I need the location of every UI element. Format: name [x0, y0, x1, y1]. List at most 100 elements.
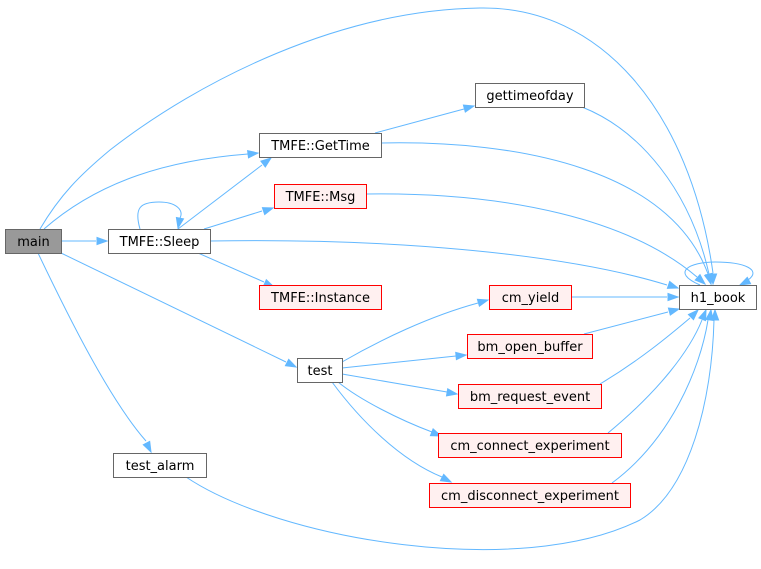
edge-line: [341, 355, 457, 369]
node-cm-yield[interactable]: cm_yield: [489, 285, 572, 310]
node-label: TMFE::Msg: [285, 190, 356, 205]
edge-line: [331, 381, 443, 478]
node-label: TMFE::Instance: [270, 291, 370, 306]
node-label: gettimeofday: [486, 89, 573, 104]
arrowhead-icon: [704, 272, 714, 286]
edge-tmfe-sleep-to-h1-book: [209, 240, 680, 289]
node-bm-request-event[interactable]: bm_request_event: [458, 384, 602, 409]
node-box: [489, 285, 572, 310]
node-cm-connect-experiment[interactable]: cm_connect_experiment: [438, 433, 622, 458]
edge-line: [599, 317, 691, 385]
edge-h1-book-to-h1-book: [684, 261, 754, 286]
node-label: bm_request_event: [470, 390, 590, 405]
node-label: TMFE::Sleep: [119, 235, 200, 250]
edge-bm-request-event-to-h1-book: [599, 308, 700, 385]
node-box: [113, 453, 207, 478]
edge-main-to-test-alarm: [37, 252, 152, 454]
edge-test-to-cm-disconnect-experiment: [331, 381, 453, 483]
node-label: main: [17, 235, 49, 250]
node-label: bm_open_buffer: [477, 340, 583, 355]
edge-line: [581, 106, 710, 275]
edge-test-alarm-to-h1-book: [185, 308, 720, 551]
arrowhead-icon: [247, 149, 260, 159]
arrowhead-icon: [455, 351, 468, 361]
arrowhead-icon: [476, 298, 490, 308]
arrowhead-icon: [667, 292, 680, 302]
node-label: cm_disconnect_experiment: [441, 489, 619, 504]
edge-line: [177, 164, 263, 230]
edge-line: [607, 319, 703, 434]
edge-tmfe-gettime-to-gettimeofday: [374, 104, 476, 134]
edge-line: [380, 142, 709, 275]
edge-line: [39, 7, 714, 274]
node-label: h1_book: [691, 291, 746, 306]
arrowhead-icon: [738, 276, 752, 286]
edge-main-to-test: [60, 252, 298, 368]
edge-main-to-tmfe-sleep: [61, 236, 109, 246]
arrowhead-icon: [705, 308, 714, 321]
edge-cm-disconnect-experiment-to-h1-book: [611, 308, 714, 484]
edge-main-to-tmfe-gettime: [43, 149, 260, 230]
edge-cm-connect-experiment-to-h1-book: [607, 308, 707, 434]
node-box: [259, 285, 382, 310]
node-label: test: [308, 364, 333, 379]
arrowhead-icon: [694, 273, 707, 285]
edge-test-to-bm-open-buffer: [341, 351, 468, 369]
edge-tmfe-sleep-to-tmfe-gettime: [177, 157, 273, 230]
node-gettimeofday[interactable]: gettimeofday: [475, 83, 585, 108]
arrowhead-icon: [666, 280, 680, 289]
node-box: [108, 229, 211, 254]
edge-tmfe-sleep-to-tmfe-instance: [197, 252, 276, 288]
edge-bm-open-buffer-to-h1-book: [583, 307, 681, 335]
edge-line: [341, 302, 479, 363]
edge-cm-yield-to-h1-book: [571, 292, 680, 302]
edge-line: [203, 210, 263, 230]
node-box: [274, 184, 367, 209]
node-cm-disconnect-experiment[interactable]: cm_disconnect_experiment: [429, 483, 631, 508]
node-tmfe-msg[interactable]: TMFE::Msg: [274, 184, 367, 209]
node-box: [467, 334, 593, 359]
edge-tmfe-sleep-to-tmfe-sleep: [137, 201, 185, 230]
arrowhead-icon: [462, 104, 476, 113]
edge-line: [684, 261, 754, 286]
node-test-alarm[interactable]: test_alarm: [113, 453, 207, 478]
node-box: [475, 83, 585, 108]
arrowhead-icon: [445, 388, 459, 397]
edge-line: [197, 252, 265, 283]
edge-line: [583, 311, 669, 335]
arrowhead-icon: [96, 236, 109, 246]
edge-test-to-cm-yield: [341, 298, 490, 363]
arrowhead-icon: [260, 157, 273, 168]
edge-line: [137, 201, 182, 230]
edge-tmfe-msg-to-h1-book: [365, 193, 707, 285]
node-h1-book[interactable]: h1_book: [679, 285, 757, 310]
edges-layer: [37, 7, 754, 551]
node-main: main: [5, 229, 62, 254]
node-label: test_alarm: [126, 459, 195, 474]
node-box: [679, 285, 757, 310]
arrowhead-icon: [698, 308, 707, 322]
edge-line: [365, 193, 698, 278]
nodes-layer: main TMFE::GetTime gettimeofdayTMFE::MsgTM…: [5, 83, 757, 508]
node-bm-open-buffer[interactable]: bm_open_buffer: [467, 334, 593, 359]
node-test[interactable]: test: [297, 358, 343, 383]
node-tmfe-gettime[interactable]: TMFE::GetTime: [259, 133, 382, 158]
edge-line: [37, 252, 147, 442]
edge-line: [185, 319, 715, 551]
node-box: [297, 358, 343, 383]
edge-tmfe-gettime-to-h1-book: [380, 142, 713, 286]
node-label: TMFE::GetTime: [270, 139, 370, 154]
node-tmfe-sleep[interactable]: TMFE::Sleep: [108, 229, 211, 254]
arrowhead-icon: [687, 308, 700, 321]
node-label: cm_connect_experiment: [450, 439, 609, 454]
arrowhead-icon: [142, 440, 152, 454]
edge-line: [209, 240, 668, 286]
node-box: [259, 133, 382, 158]
node-tmfe-instance[interactable]: TMFE::Instance: [259, 285, 382, 310]
edge-line: [337, 381, 433, 433]
node-box: [429, 483, 631, 508]
edge-line: [374, 108, 465, 134]
edge-test-to-bm-request-event: [341, 373, 459, 397]
node-box: [5, 229, 62, 254]
